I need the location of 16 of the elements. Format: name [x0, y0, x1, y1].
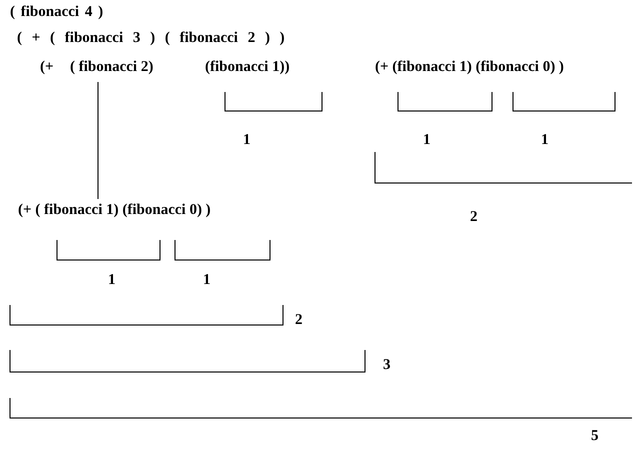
code-expression: (+ (fibonacci 1) (fibonacci 0) ) [375, 58, 564, 76]
code-expression: ( fibonacci 2) [70, 58, 154, 76]
result-value: 1 [423, 131, 430, 149]
code-expression: (+ ( fibonacci 1) (fibonacci 0) ) [18, 201, 211, 219]
result-value: 2 [295, 311, 302, 329]
code-expression: ( + ( fibonacci 3 ) ( fibonacci 2 ) ) [17, 29, 285, 47]
result-value: 5 [591, 427, 598, 445]
result-value: 1 [541, 131, 548, 149]
result-value: 1 [203, 271, 210, 289]
code-expression: ( fibonacci 4 ) [10, 3, 104, 21]
result-value: 1 [243, 131, 250, 149]
result-value: 2 [470, 208, 478, 226]
result-value: 1 [108, 271, 116, 289]
result-value: 3 [383, 356, 390, 374]
code-expression: (+ [40, 58, 54, 76]
code-expression: (fibonacci 1)) [205, 58, 290, 76]
